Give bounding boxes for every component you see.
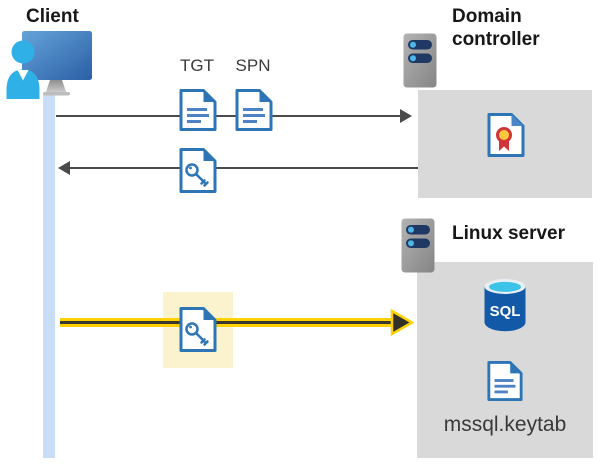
request-arrow-line <box>56 115 402 117</box>
response-arrow-head-icon <box>58 161 70 175</box>
client-lifeline <box>43 95 55 458</box>
keytab-transfer-arrow-line <box>60 318 394 327</box>
keytab-transfer-arrow-head-icon <box>390 309 414 336</box>
spn-document-icon <box>235 89 273 131</box>
spn-label: SPN <box>235 56 271 75</box>
client-label: Client <box>26 6 79 27</box>
linux-server-icon <box>401 218 435 273</box>
domain-controller-server-icon <box>403 33 437 88</box>
domain-controller-label: Domain controller <box>452 6 540 51</box>
request-arrow-head-icon <box>400 109 412 123</box>
client-workstation-icon <box>6 31 92 99</box>
transfer-key-file-icon <box>179 307 217 352</box>
sql-database-icon: SQL <box>484 279 526 332</box>
certificate-icon <box>487 113 525 157</box>
response-arrow-line <box>69 167 418 169</box>
keytab-filename-label: mssql.keytab <box>443 413 567 436</box>
keytab-file-icon <box>487 361 523 401</box>
linux-server-label: Linux server <box>452 223 565 244</box>
tgt-document-icon <box>179 89 217 131</box>
ticket-key-file-icon <box>179 148 217 193</box>
tgt-label: TGT <box>180 56 214 75</box>
sql-badge-text: SQL <box>490 303 521 320</box>
